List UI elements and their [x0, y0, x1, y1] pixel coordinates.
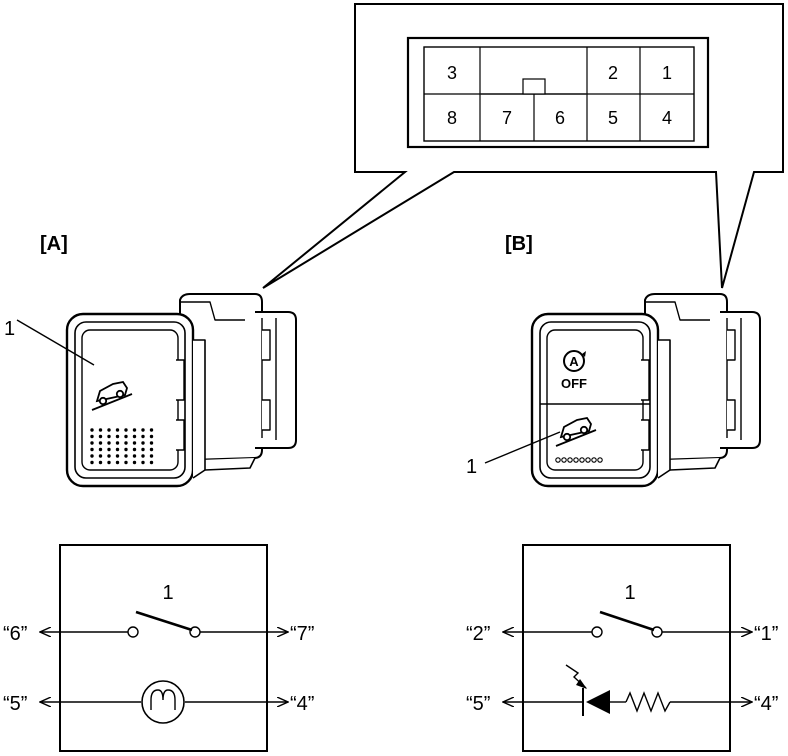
indicator-dot [98, 428, 103, 432]
terminal-4: “4” [290, 693, 314, 715]
indicator-dot [132, 447, 137, 452]
indicator-dot [132, 428, 137, 432]
indicator-dot [107, 428, 111, 432]
view-b-label: [B] [505, 233, 533, 255]
off-text: OFF [561, 376, 587, 391]
callout-number-a: 1 [4, 318, 15, 340]
switch-label-b: 1 [624, 582, 635, 604]
circuit-b: 1 “2” “1” “5” “4” [466, 544, 778, 752]
bulb-icon [141, 680, 185, 724]
indicator-dot [107, 460, 111, 465]
pin-7: 7 [502, 108, 512, 128]
indicator-dot [107, 441, 111, 445]
hill-descent-vehicle-icon-b [555, 416, 597, 447]
pin-4: 4 [662, 108, 672, 128]
indicator-dot [115, 441, 120, 445]
indicator-dot [132, 441, 137, 445]
indicator-dot [90, 441, 94, 445]
indicator-dot [90, 460, 94, 465]
indicator-dot [149, 447, 154, 452]
indicator-dot [141, 447, 145, 452]
terminal-5: “5” [3, 693, 27, 715]
callout-leader-b [484, 431, 561, 464]
indicator-dot [124, 460, 128, 465]
indicator-dot [98, 434, 103, 439]
indicator-dot-row [555, 457, 603, 463]
resistor-icon [625, 691, 671, 713]
switch-contact [127, 626, 139, 638]
connector-lock-key [522, 78, 546, 95]
indicator-dot [149, 441, 154, 445]
indicator-dot [149, 434, 154, 439]
terminal-6: “6” [3, 623, 27, 645]
indicator-dot-grid [90, 428, 154, 465]
view-a-label: [A] [40, 233, 68, 255]
indicator-dot [115, 428, 120, 432]
indicator-dot [90, 447, 94, 452]
indicator-dot [141, 441, 145, 445]
pin-5: 5 [608, 108, 618, 128]
indicator-dot [90, 428, 94, 432]
connector-callout: 3 2 1 8 7 6 5 4 [262, 3, 784, 289]
pin-6: 6 [555, 108, 565, 128]
indicator-dot [98, 441, 103, 445]
switch-label-a: 1 [162, 582, 173, 604]
indicator-dot [115, 454, 120, 458]
terminal-5-b: “5” [466, 693, 490, 715]
switch-blade [135, 610, 193, 632]
switch-contact [651, 626, 663, 638]
terminal-2: “2” [466, 623, 490, 645]
indicator-dot [124, 454, 128, 458]
callout-number-b: 1 [466, 456, 477, 478]
switch-contact [591, 626, 603, 638]
indicator-dot [149, 454, 154, 458]
switch-blade [599, 610, 655, 632]
terminal-1: “1” [754, 623, 778, 645]
pin-2: 2 [608, 63, 618, 83]
indicator-dot [115, 447, 120, 452]
indicator-dot [90, 434, 94, 439]
indicator-dot [107, 447, 111, 452]
indicator-dot [107, 434, 111, 439]
led-icon [586, 690, 610, 714]
switch-contact [189, 626, 201, 638]
indicator-dot [141, 460, 145, 465]
indicator-dot [98, 454, 103, 458]
indicator-dot [98, 460, 103, 465]
auto-letter: A [569, 354, 579, 369]
pin-3: 3 [447, 63, 457, 83]
indicator-dot [124, 434, 128, 439]
switch-a-illustration [65, 293, 297, 488]
indicator-dot [141, 434, 145, 439]
terminal-4-b: “4” [754, 693, 778, 715]
indicator-dot [132, 454, 137, 458]
indicator-dot [149, 460, 154, 465]
circuit-a: 1 “6” “7” “5” “4” [3, 544, 314, 752]
indicator-dot [115, 434, 120, 439]
indicator-dot [141, 454, 145, 458]
indicator-dot [124, 428, 128, 432]
indicator-dot [124, 441, 128, 445]
indicator-dot [149, 428, 154, 432]
hill-descent-vehicle-icon [91, 380, 133, 411]
indicator-dot [115, 460, 120, 465]
indicator-dot [132, 434, 137, 439]
pin-8: 8 [447, 108, 457, 128]
auto-off-icon: A OFF [561, 350, 587, 391]
indicator-dot [124, 447, 128, 452]
pin-1: 1 [662, 63, 672, 83]
terminal-7: “7” [290, 623, 314, 645]
light-emission-icon [565, 664, 587, 689]
indicator-dot [141, 428, 145, 432]
callout-leader-a [16, 319, 95, 366]
indicator-dot [98, 447, 103, 452]
indicator-dot [90, 454, 94, 458]
indicator-dot [107, 454, 111, 458]
indicator-dot [132, 460, 137, 465]
